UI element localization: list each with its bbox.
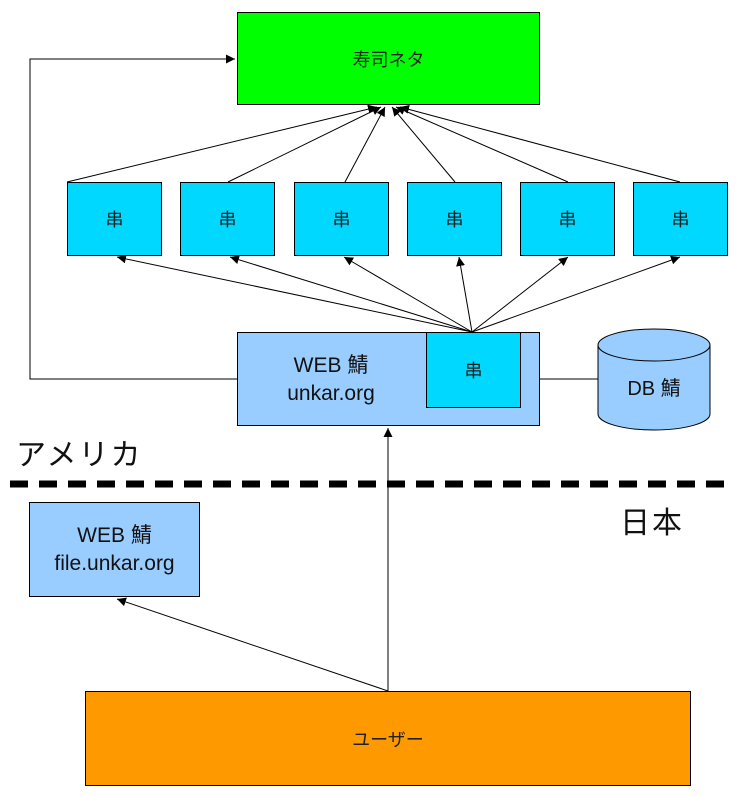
db-cylinder: [597, 328, 711, 431]
kushi-box-1: 串: [67, 182, 162, 256]
sushi-neta-label: 寿司ネタ: [352, 49, 425, 71]
arrow-hub-to-kushi3: [343, 256, 473, 333]
arrow-kushi5-to-sushi: [395, 106, 569, 183]
db-label: DB 鯖: [627, 377, 681, 400]
arrow-kushi3-to-sushi: [344, 106, 386, 183]
arrow-hub-to-kushi5: [471, 256, 569, 333]
kushi-label: 串: [464, 361, 483, 382]
user-box: ユーザー: [85, 691, 691, 786]
kushi-label: 串: [218, 210, 237, 231]
web-main-line2: unkar.org: [287, 382, 375, 405]
arrow-hub-to-kushi4: [456, 256, 473, 333]
kushi-label: 串: [445, 210, 464, 231]
kushi-label: 串: [105, 210, 124, 231]
sushi-neta-box: 寿司ネタ: [237, 12, 540, 105]
kushi-box-4: 串: [407, 182, 502, 256]
arrow-kushi6-to-sushi: [399, 104, 681, 183]
region-label-japan: 日本: [620, 506, 684, 541]
region-label-america: アメリカ: [16, 438, 143, 473]
arrow-hub-to-kushi6: [471, 255, 681, 333]
arrow-hub-to-kushi1: [116, 254, 473, 333]
web-file-line1: WEB 鯖: [77, 523, 152, 547]
web-main-line1: WEB 鯖: [293, 354, 369, 377]
kushi-box-5: 串: [520, 182, 615, 256]
arrow-kushi4-to-sushi: [391, 106, 456, 183]
web-main-label: WEB 鯖 unkar.org: [238, 333, 424, 427]
web-file-line2: file.unkar.org: [54, 551, 175, 575]
kushi-box-3: 串: [294, 182, 389, 256]
user-label: ユーザー: [352, 729, 424, 751]
arrow-web-to-sushi-loop: [29, 54, 237, 380]
arrow-kushi1-to-sushi: [66, 104, 378, 183]
kushi-label: 串: [671, 210, 690, 231]
kushi-box-6: 串: [633, 182, 728, 256]
arrow-hub-to-kushi2: [229, 255, 473, 333]
arrow-kushi2-to-sushi: [227, 106, 382, 183]
kushi-label: 串: [558, 210, 577, 231]
web-server-file: WEB 鯖 file.unkar.org: [29, 502, 200, 597]
arrow-user-to-web-file: [116, 597, 389, 692]
kushi-label: 串: [332, 210, 351, 231]
web-main-kushi-box: 串: [426, 332, 521, 408]
kushi-box-2: 串: [180, 182, 275, 256]
